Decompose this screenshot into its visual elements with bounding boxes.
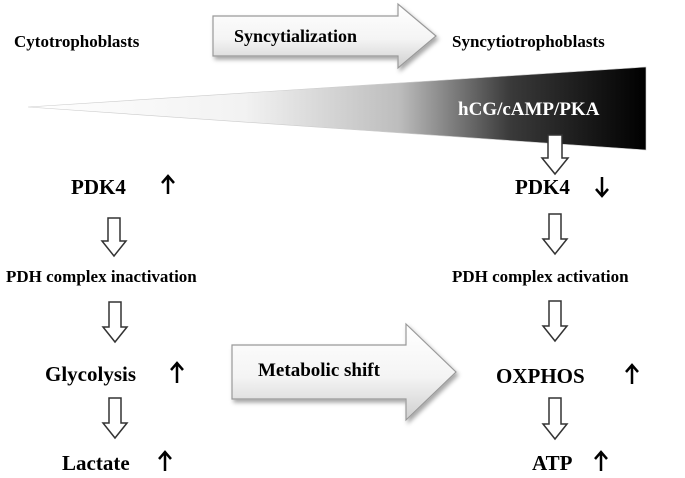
left-pdh-label: PDH complex inactivation [6,267,197,286]
syncytialization-arrow [212,2,437,70]
right-flow-arrow-2-icon [541,300,569,343]
left-pdk4-label: PDK4 [71,175,126,199]
right-pdh-label: PDH complex activation [452,267,629,286]
right-flow-arrow-3-icon [541,397,569,441]
right-oxphos-up-arrow-icon [625,363,639,384]
metabolic-shift-arrow [231,322,457,422]
left-lactate-label: Lactate [62,451,130,475]
syncytiotrophoblasts-label: Syncytiotrophoblasts [452,32,605,51]
left-lactate-up-arrow-icon [158,450,172,471]
right-oxphos-label: OXPHOS [496,364,585,388]
right-atp-up-arrow-icon [594,450,608,471]
hcg-camp-pka-label: hCG/cAMP/PKA [458,99,600,120]
syncytialization-label: Syncytialization [234,26,357,46]
left-flow-arrow-3-icon [101,397,129,440]
left-pdk4-up-arrow-icon [161,174,175,194]
cytotrophoblasts-label: Cytotrophoblasts [14,32,140,51]
left-flow-arrow-2-icon [101,301,129,344]
right-atp-label: ATP [532,451,573,475]
metabolic-shift-label: Metabolic shift [258,360,381,381]
right-flow-arrow-1-icon [541,213,569,256]
left-flow-arrow-1-icon [100,217,128,258]
hcg-gradient-wedge [27,66,647,151]
left-glycolysis-up-arrow-icon [170,361,184,383]
right-pdk4-label: PDK4 [515,175,570,199]
right-pdk4-down-arrow-icon [595,177,609,198]
gradient-down-arrow-icon [540,134,570,176]
left-glycolysis-label: Glycolysis [45,362,136,386]
